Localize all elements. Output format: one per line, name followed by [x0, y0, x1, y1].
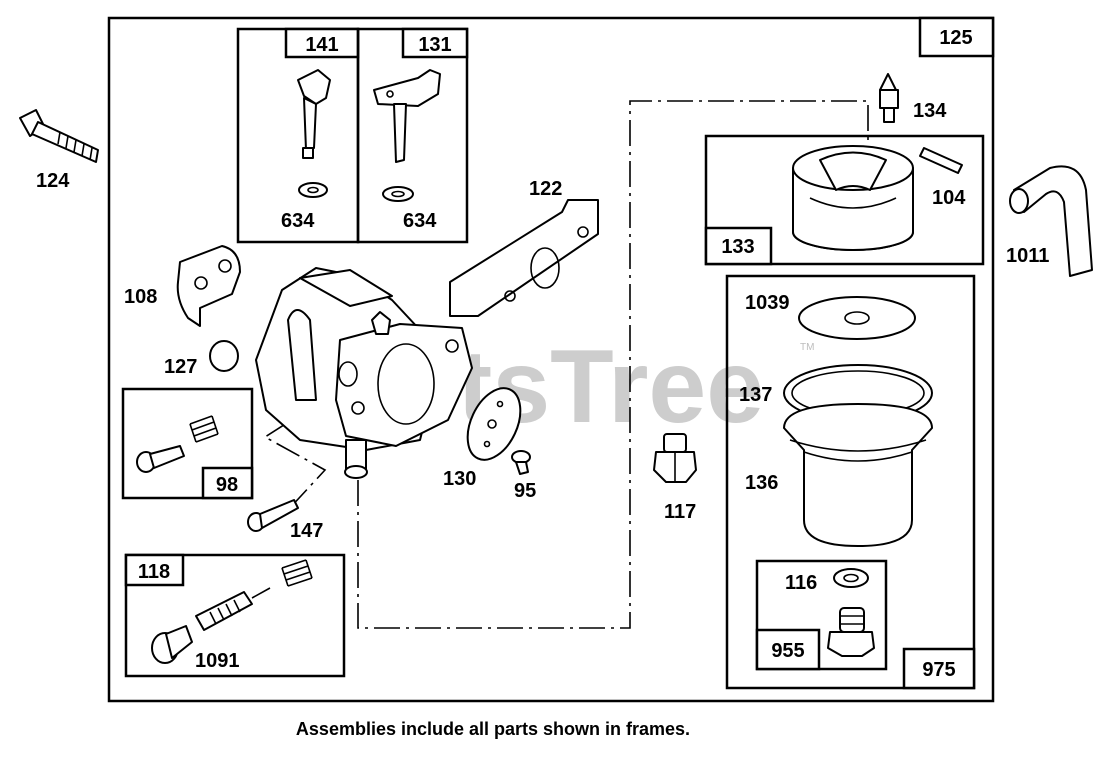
jet-117-icon [653, 433, 697, 483]
diaphragm-1039-icon [798, 296, 916, 340]
frame-label-975: 975 [922, 659, 955, 681]
frame-label-118: 118 [138, 561, 170, 583]
frame-125: 125 [107, 16, 995, 703]
label-1039: 1039 [745, 292, 790, 314]
label-104: 104 [932, 187, 966, 209]
frame-label-131: 131 [418, 34, 451, 56]
needle-141-icon [297, 69, 331, 198]
label-117: 117 [664, 501, 696, 523]
frame-label-141: 141 [305, 34, 338, 56]
shaft-131-icon [373, 69, 441, 202]
label-137: 137 [739, 384, 772, 406]
frame-label-133: 133 [721, 236, 754, 258]
label-1011: 1011 [1006, 245, 1049, 267]
float-133-icon [792, 145, 914, 251]
plate-108-icon [176, 245, 241, 327]
label-147: 147 [290, 520, 323, 542]
label-131-634: 634 [403, 210, 437, 232]
label-108: 108 [124, 286, 157, 308]
bolt-124-icon [19, 109, 99, 163]
label-141-634: 634 [281, 210, 315, 232]
hose-1011-icon [1009, 165, 1093, 277]
frame-98: 98 [121, 387, 254, 500]
idle-screw-98-icon [136, 415, 219, 473]
screw-147-icon [247, 499, 299, 532]
carburetor-body-icon [255, 267, 473, 479]
diagram-caption: Assemblies include all parts shown in fr… [295, 719, 691, 739]
washer-116-icon [833, 568, 869, 588]
label-130: 130 [443, 468, 476, 490]
label-124: 124 [36, 170, 70, 192]
float-bowl-136-icon [783, 403, 933, 547]
frame-118: 118 [124, 553, 346, 678]
frame-label-125: 125 [939, 27, 972, 49]
label-116: 116 [785, 572, 817, 594]
frame-955: 955 [755, 559, 888, 671]
frame-label-955: 955 [771, 640, 804, 662]
label-127: 127 [164, 356, 197, 378]
label-1091: 1091 [195, 650, 240, 672]
gasket-122-icon [449, 199, 599, 317]
mixture-screw-1091-icon [151, 559, 313, 664]
frame-141: 141 [236, 27, 360, 244]
label-136: 136 [745, 472, 778, 494]
pin-104-icon [919, 147, 963, 174]
diaphragm-130-icon [466, 387, 522, 461]
frame-131: 131 [356, 27, 469, 244]
plug-127-icon [209, 340, 239, 372]
inlet-needle-134-icon [879, 73, 899, 123]
label-122: 122 [529, 178, 562, 200]
frame-label-98: 98 [216, 474, 238, 496]
screw-95-icon [511, 450, 531, 475]
frame-133: 133 [704, 134, 985, 266]
label-95: 95 [514, 480, 536, 502]
label-134: 134 [913, 100, 947, 122]
leader-line-loop [357, 100, 869, 629]
fitting-955-icon [827, 607, 875, 657]
frame-975: 975 [725, 274, 976, 690]
watermark-trademark: TM [800, 342, 814, 353]
